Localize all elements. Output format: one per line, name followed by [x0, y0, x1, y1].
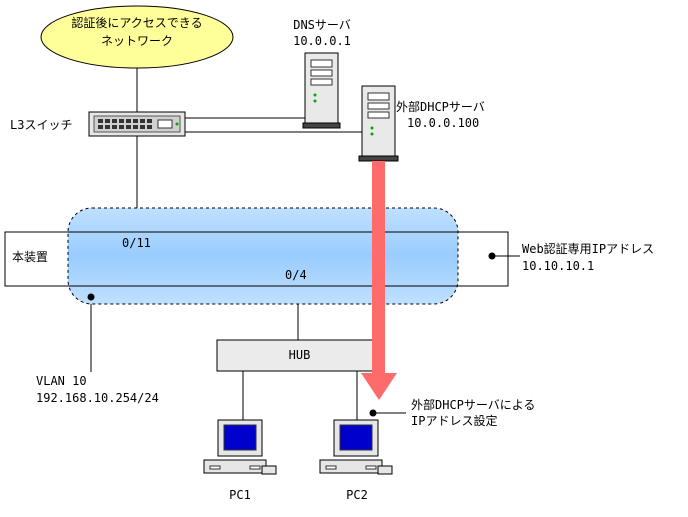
hub-box	[216, 339, 383, 372]
web-auth-ip: 10.10.10.1	[522, 259, 595, 273]
dhcp-flow-arrow	[361, 161, 397, 400]
l3-switch-label: L3スイッチ	[10, 118, 73, 132]
device-box	[4, 231, 509, 287]
device-label: 本装置	[12, 250, 49, 264]
hub-label: HUB	[288, 348, 311, 362]
dhcp-assign-label-line2: IPアドレス設定	[411, 414, 498, 428]
dhcp-server-name: 外部DHCPサーバ	[396, 100, 485, 114]
network-label-line1: 認証後にアクセスできる	[71, 16, 203, 30]
port-uplink-label: 0/11	[122, 236, 151, 250]
dhcp-assign-label-line1: 外部DHCPサーバによる	[411, 398, 536, 412]
vlan-dot	[87, 293, 95, 301]
dns-server-name: DNSサーバ	[293, 18, 351, 32]
pc2-label: PC2	[346, 488, 368, 502]
vlan-ip: 192.168.10.254/24	[36, 391, 159, 405]
webauth-dot	[488, 252, 496, 260]
connection-lines	[90, 68, 520, 420]
vlan-label: VLAN 10	[36, 374, 87, 388]
pc2-icon	[319, 419, 393, 475]
dns-server-icon	[302, 52, 341, 129]
dhcp-assign-dot	[369, 409, 377, 417]
dns-server-ip: 10.0.0.1	[293, 34, 351, 48]
pc1-label: PC1	[229, 488, 251, 502]
network-label-line2: ネットワーク	[100, 34, 173, 48]
pc1-icon	[203, 419, 277, 475]
web-auth-label: Web認証専用IPアドレス	[522, 242, 655, 256]
vlan-region	[67, 207, 459, 305]
port-downlink-label: 0/4	[285, 268, 307, 282]
dhcp-server-icon	[358, 85, 399, 162]
l3-switch-icon	[88, 111, 186, 137]
dhcp-server-ip: 10.0.0.100	[407, 116, 480, 130]
